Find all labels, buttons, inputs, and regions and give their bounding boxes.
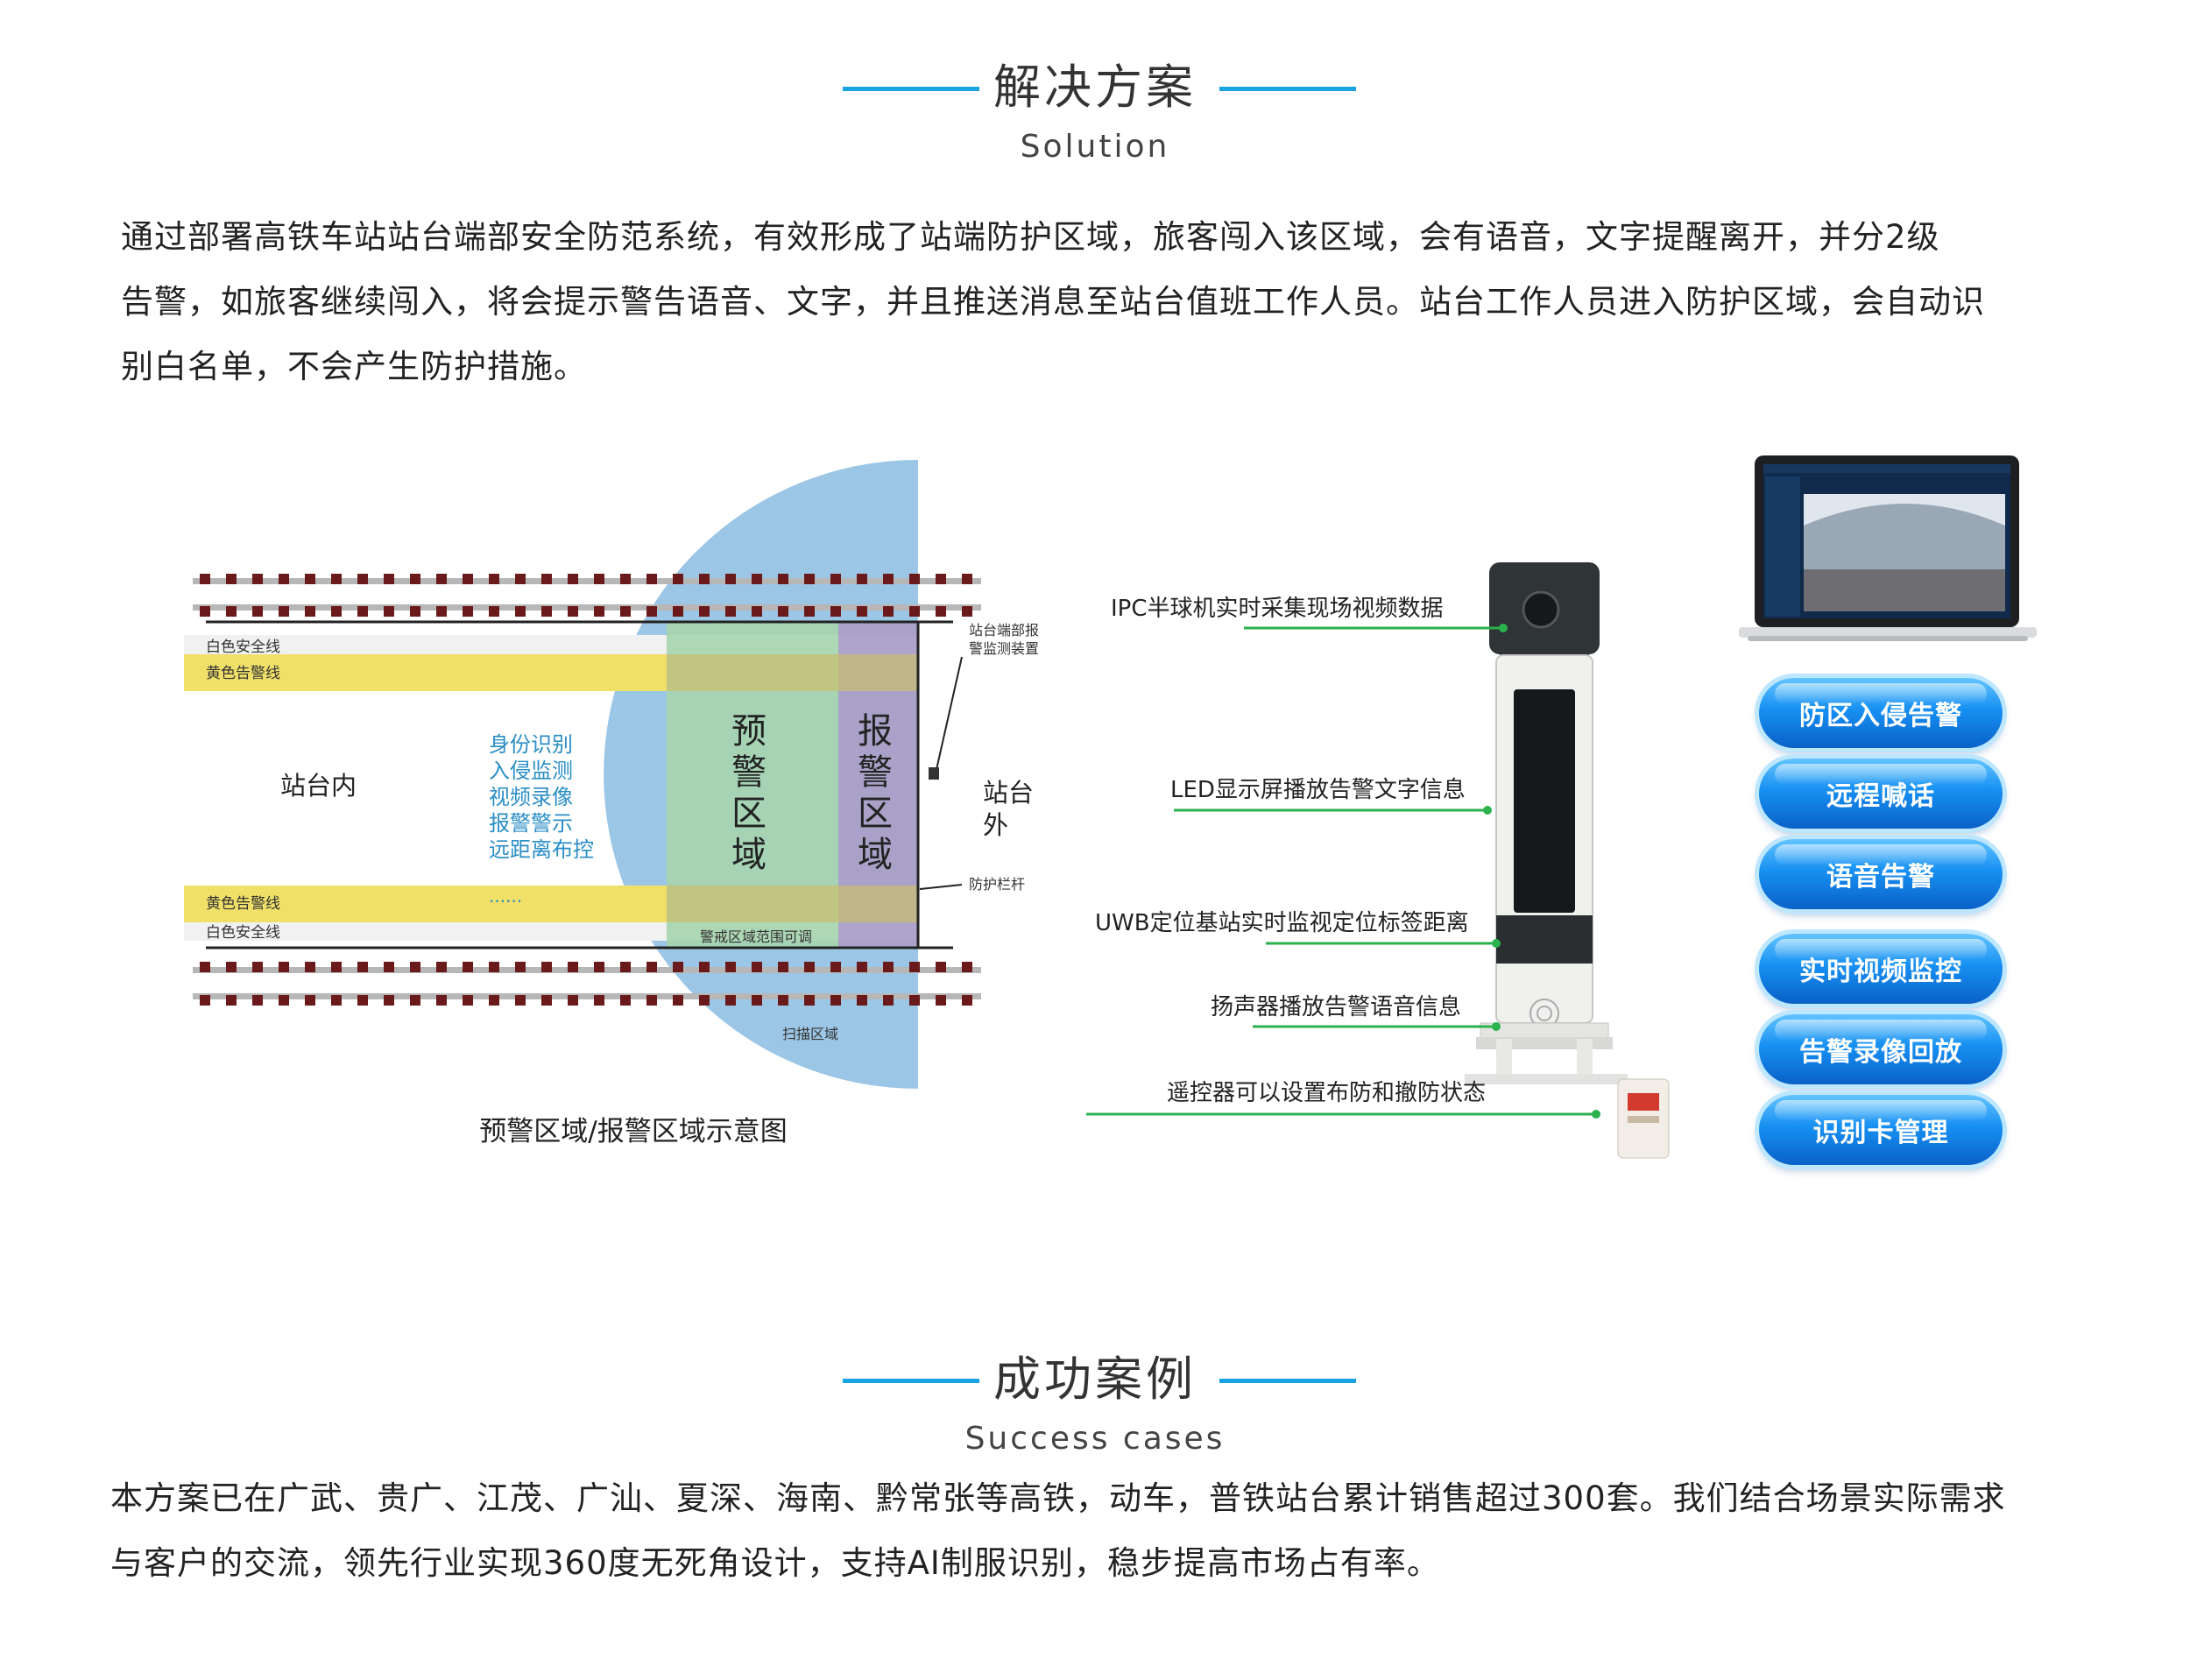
- feature-label: 识别卡管理: [1812, 1118, 1949, 1148]
- feature-button-alarm-playback[interactable]: 告警录像回放: [1759, 1014, 2003, 1084]
- yellow-overlay: [667, 886, 918, 922]
- paragraph-line: 本方案已在广武、贵广、江茂、广汕、夏深、海南、黔常张等高铁，动车，普铁站台累计销…: [110, 1479, 2006, 1517]
- white-line-label: 白色安全线: [206, 924, 280, 942]
- alarm-zone-char: 区: [858, 794, 893, 834]
- remote-button: [1628, 1116, 1659, 1123]
- callout-text: 遥控器可以设置布防和撤防状态: [1167, 1080, 1486, 1106]
- alarm-zone-char: 域: [858, 835, 893, 875]
- device-pointer: [935, 656, 963, 774]
- adjust-range-label: 警戒区域范围可调: [700, 928, 812, 945]
- fence-label: 防护栏杆: [969, 876, 1025, 893]
- device-leg: [1496, 1039, 1512, 1076]
- scan-area-label: 扫描区域: [782, 1026, 838, 1042]
- station-roof: [1804, 494, 2005, 526]
- laptop-base-shadow: [1748, 636, 2028, 641]
- yellow-line-label: 黄色告警线: [206, 895, 280, 913]
- camera-mount: [1500, 639, 1589, 655]
- alarm-zone-char: 警: [858, 752, 893, 793]
- title-rule-left: [843, 1379, 979, 1383]
- feature-label: 远程喊话: [1826, 781, 1935, 812]
- feature-button-card-management[interactable]: 识别卡管理: [1759, 1095, 2003, 1165]
- feature-label: 告警录像回放: [1799, 1037, 1962, 1068]
- feature-label: 实时视频监控: [1799, 956, 1962, 987]
- device-floor: [1465, 1074, 1628, 1084]
- section-subtitle: Solution: [1020, 129, 1170, 165]
- callout-dot: [1592, 1110, 1600, 1119]
- rail-track-top: [193, 574, 981, 617]
- cases-paragraph: 本方案已在广武、贵广、江茂、广汕、夏深、海南、黔常张等高铁，动车，普铁站台累计销…: [110, 1466, 2006, 1596]
- device-label: 警监测装置: [969, 640, 1039, 657]
- device-illustration: IPC半球机实时采集现场视频数据 LED显示屏播放告警文字信息 UWB定位基站实…: [1086, 562, 1670, 1159]
- white-line-label: 白色安全线: [206, 639, 280, 656]
- feature-button-live-video[interactable]: 实时视频监控: [1759, 934, 2003, 1004]
- callout-dot: [1483, 806, 1492, 815]
- callout-dot: [1492, 939, 1501, 948]
- warning-zone-char: 域: [731, 835, 766, 875]
- callout-text: IPC半球机实时采集现场视频数据: [1111, 596, 1444, 622]
- device-leg: [1577, 1039, 1593, 1076]
- function-item: 报警警示: [489, 811, 573, 836]
- led-screen: [1514, 689, 1575, 913]
- solution-header: 解决方案 Solution: [0, 48, 2190, 167]
- function-item: 视频录像: [489, 785, 573, 809]
- monitor-device-icon: [929, 767, 939, 780]
- device-label: 站台端部报: [969, 622, 1039, 639]
- callout-dot: [1499, 624, 1508, 632]
- function-item: 入侵监测: [489, 759, 573, 783]
- feature-label: 语音告警: [1826, 862, 1935, 893]
- feature-button-remote-call[interactable]: 远程喊话: [1759, 759, 2003, 829]
- title-rule-right: [1219, 87, 1356, 91]
- callout-text: LED显示屏播放告警文字信息: [1170, 777, 1466, 803]
- yellow-line-label: 黄色告警线: [206, 665, 280, 682]
- speaker-icon: [1537, 1006, 1552, 1021]
- section-subtitle: Success cases: [964, 1421, 1226, 1457]
- warning-zone-char: 预: [731, 711, 766, 752]
- callout-text: 扬声器播放告警语音信息: [1211, 994, 1461, 1020]
- laptop-illustration: [1739, 455, 2037, 641]
- camera-lens-icon: [1522, 590, 1560, 629]
- laptop-base: [1739, 627, 2037, 638]
- outside-platform-label: 外: [983, 810, 1008, 840]
- warning-zone-char: 区: [731, 794, 766, 834]
- paragraph-line: 别白名单，不会产生防护措施。: [121, 348, 587, 385]
- fence-pointer: [919, 884, 963, 890]
- app-header-bar: [1763, 464, 2010, 473]
- rail-track-bottom: [193, 962, 981, 1006]
- title-rule-left: [843, 87, 979, 91]
- function-item: 远距离布控: [489, 837, 594, 862]
- yellow-overlay: [667, 654, 918, 691]
- paragraph-line: 通过部署高铁车站站台端部安全防范系统，有效形成了站端防护区域，旅客闯入该区域，会…: [121, 218, 1940, 256]
- feature-label: 防区入侵告警: [1799, 701, 1962, 731]
- feature-button-voice-alarm[interactable]: 语音告警: [1759, 839, 2003, 909]
- warning-zone-char: 警: [731, 752, 766, 793]
- section-title: 成功案例: [993, 1352, 1197, 1407]
- remote-button: [1628, 1093, 1659, 1111]
- section-title: 解决方案: [993, 60, 1197, 115]
- ellipsis: ......: [489, 886, 522, 907]
- zone-diagram: 白色安全线 黄色告警线 黄色告警线 白色安全线 站台内 身份识别 入侵监测 视频…: [184, 460, 1039, 1147]
- solution-paragraph: 通过部署高铁车站站台端部安全防范系统，有效形成了站端防护区域，旅客闯入该区域，会…: [121, 205, 1985, 399]
- alarm-zone-char: 报: [858, 711, 893, 752]
- paragraph-line: 与客户的交流，领先行业实现360度无死角设计，支持AI制服识别，稳步提高市场占有…: [110, 1544, 1440, 1582]
- callout-text: UWB定位基站实时监视定位标签距离: [1095, 910, 1469, 936]
- app-sidebar: [1765, 476, 1800, 617]
- paragraph-line: 告警，如旅客继续闯入，将会提示警告语音、文字，并且推送消息至站台值班工作人员。站…: [121, 283, 1985, 321]
- station-floor: [1804, 569, 2005, 611]
- function-item: 身份识别: [489, 732, 573, 757]
- diagram-caption: 预警区域/报警区域示意图: [479, 1116, 787, 1147]
- outside-platform-label: 站台: [983, 778, 1034, 808]
- callout-dot: [1492, 1022, 1501, 1031]
- inside-platform-label: 站台内: [280, 771, 357, 801]
- title-rule-right: [1219, 1379, 1356, 1383]
- uwb-module: [1496, 915, 1593, 964]
- cases-header: 成功案例 Success cases: [0, 1340, 2190, 1459]
- feature-button-intrusion-alarm[interactable]: 防区入侵告警: [1759, 678, 2003, 748]
